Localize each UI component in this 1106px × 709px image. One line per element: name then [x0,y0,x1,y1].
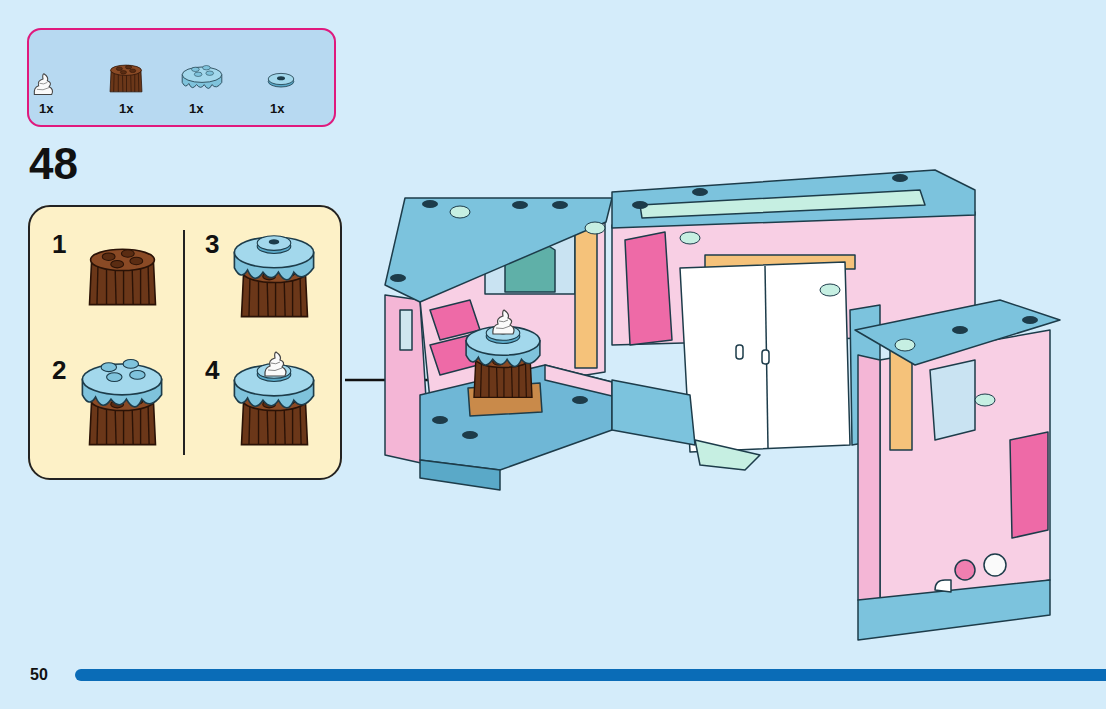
parts-callout: 1x 1x 1x 1x [27,28,336,127]
callout-number: 4 [205,357,219,383]
quantity-label: 1x [270,102,284,115]
quantity-label: 1x [189,102,203,115]
callout-number: 1 [52,231,66,257]
quantity-label: 1x [39,102,53,115]
callout-number: 2 [52,357,66,383]
callout-number: 3 [205,231,219,257]
page-number: 50 [30,667,48,683]
quantity-label: 1x [119,102,133,115]
substep-box: 1 2 3 4 [28,205,342,480]
step-number: 48 [29,142,78,186]
